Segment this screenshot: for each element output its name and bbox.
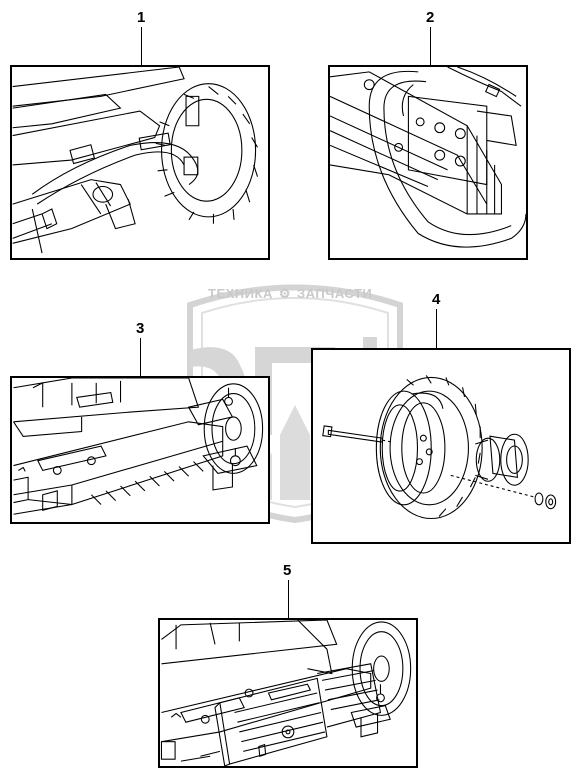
panel-1-illustration <box>12 67 259 254</box>
leader-line-5 <box>288 580 289 618</box>
leader-line-1 <box>141 27 142 65</box>
leader-line-2 <box>430 27 431 65</box>
watermark-text: ТЕХНИКА ⚙ ЗАПЧАСТИ <box>208 286 398 302</box>
watermark-left-word: ТЕХНИКА <box>208 286 273 301</box>
panel-5-illustration <box>160 620 412 766</box>
leader-line-4 <box>436 309 437 349</box>
leader-line-3 <box>140 338 141 376</box>
watermark-right-word: ЗАПЧАСТИ <box>297 286 373 301</box>
panel-3 <box>10 376 270 524</box>
callout-2: 2 <box>426 9 435 26</box>
panel-4 <box>311 348 571 544</box>
panel-2 <box>328 65 528 260</box>
panel-2-illustration <box>330 67 526 248</box>
panel-3-illustration <box>13 378 264 515</box>
panel-5 <box>158 618 418 768</box>
callout-5: 5 <box>283 562 292 579</box>
callout-3: 3 <box>136 320 145 337</box>
panel-1 <box>10 65 270 260</box>
panel-4-illustration <box>322 375 557 520</box>
callout-1: 1 <box>137 9 146 26</box>
gear-icon: ⚙ <box>278 286 291 301</box>
callout-4: 4 <box>432 291 441 308</box>
